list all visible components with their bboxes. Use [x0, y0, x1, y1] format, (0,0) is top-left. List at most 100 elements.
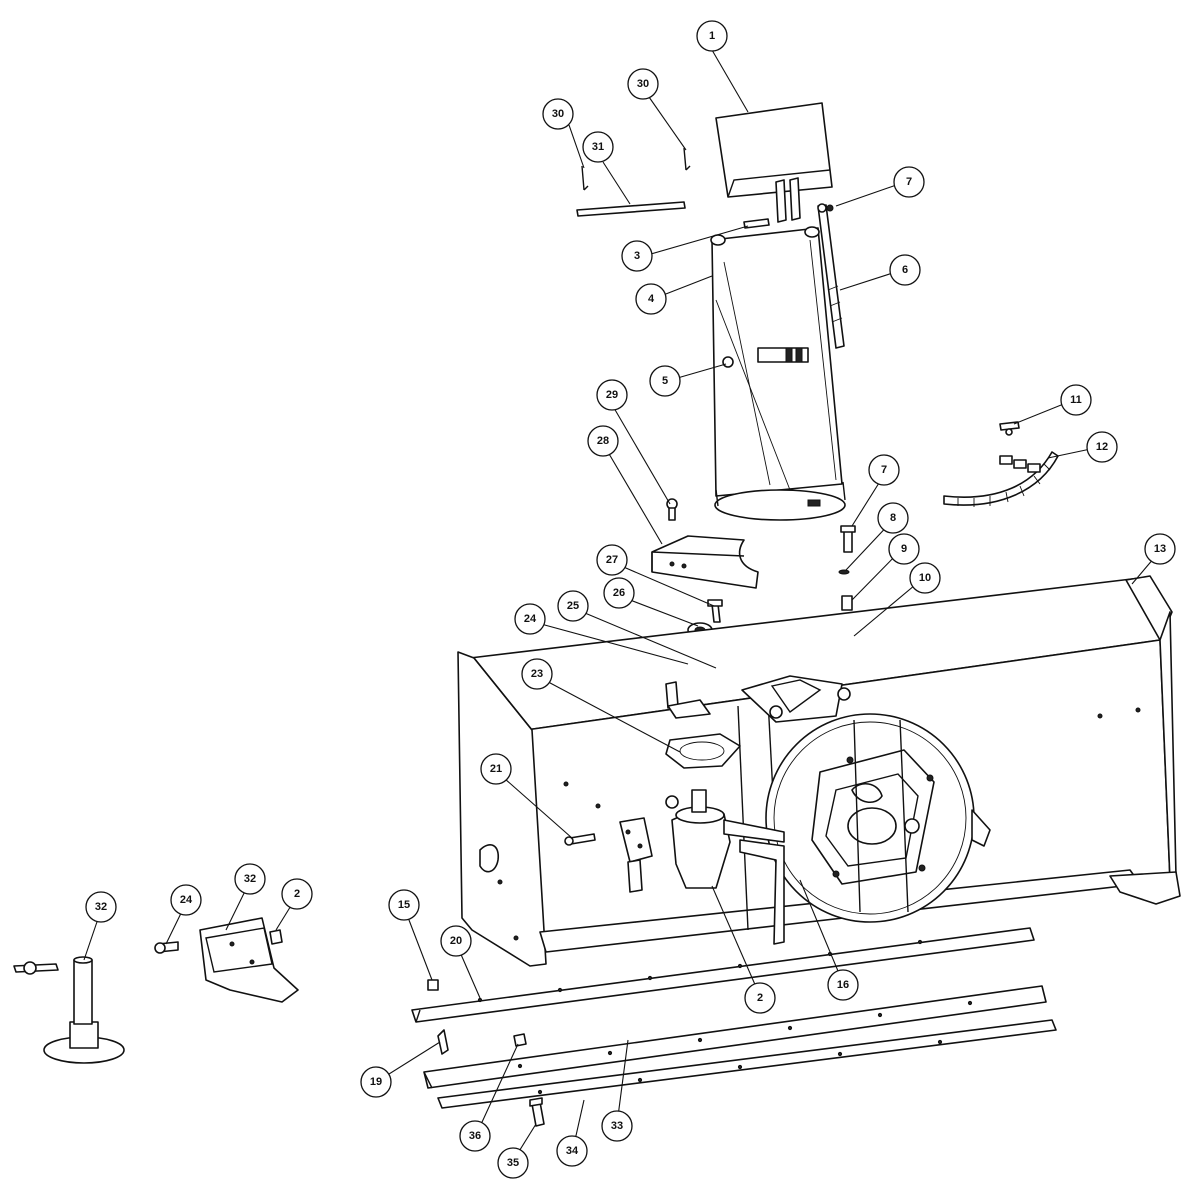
housing-bracket: [665, 681, 711, 719]
svg-text:13: 13: [1154, 543, 1166, 555]
callout-12: 12: [1086, 431, 1118, 463]
callout-3: 3: [621, 240, 653, 272]
spring-clip-30-right: [683, 147, 691, 171]
svg-text:30: 30: [637, 78, 649, 90]
callout-32b: 32: [234, 863, 266, 895]
svg-text:20: 20: [450, 935, 462, 947]
svg-text:26: 26: [613, 587, 625, 599]
bolt-24-skid: [154, 941, 179, 954]
chute-control-rod: [817, 203, 845, 349]
housing-outlet-collar: [741, 675, 851, 723]
callout-7: 7: [893, 166, 925, 198]
svg-text:12: 12: [1096, 441, 1108, 453]
rod-31: [576, 201, 686, 217]
spring-clip-30-left: [581, 165, 589, 191]
callout-4: 4: [635, 283, 667, 315]
svg-text:2: 2: [757, 992, 763, 1004]
nut-36: [513, 1033, 527, 1047]
callout-34: 34: [556, 1135, 588, 1167]
svg-text:21: 21: [490, 763, 502, 775]
svg-text:24: 24: [180, 894, 193, 906]
chute-body: [710, 226, 843, 497]
svg-text:30: 30: [552, 108, 564, 120]
callout-26: 26: [603, 577, 635, 609]
svg-text:27: 27: [606, 554, 618, 566]
bracket-block: [619, 817, 653, 893]
callout-36: 36: [459, 1120, 491, 1152]
callout-20: 20: [440, 925, 472, 957]
bolt-35: [529, 1097, 545, 1127]
skid-shoe-plate-32: [199, 917, 299, 1003]
bolt-29: [666, 498, 678, 521]
svg-text:4: 4: [648, 293, 655, 305]
svg-text:11: 11: [1070, 394, 1082, 406]
callout-1: 1: [696, 20, 728, 52]
svg-text:7: 7: [881, 464, 887, 476]
svg-text:32: 32: [95, 901, 107, 913]
callout-2: 2: [281, 878, 313, 910]
svg-text:34: 34: [566, 1145, 579, 1157]
svg-text:3: 3: [634, 250, 640, 262]
washer-8: [838, 569, 850, 575]
callout-30: 30: [542, 98, 574, 130]
chute-base-ring: [714, 481, 846, 521]
callout-30: 30: [627, 68, 659, 100]
svg-text:29: 29: [606, 389, 618, 401]
callout-7b: 7: [868, 454, 900, 486]
bolt-7: [840, 525, 856, 553]
callout-28: 28: [587, 425, 619, 457]
svg-text:8: 8: [890, 512, 896, 524]
svg-text:2: 2: [294, 888, 300, 900]
svg-text:1: 1: [709, 30, 715, 42]
pin-32-clip: [13, 961, 59, 975]
svg-text:31: 31: [592, 141, 604, 153]
callout-13: 13: [1144, 533, 1176, 565]
svg-text:5: 5: [662, 375, 668, 387]
callout-10: 10: [909, 562, 941, 594]
svg-text:7: 7: [906, 176, 912, 188]
svg-text:32: 32: [244, 873, 256, 885]
pin-7-top: [826, 204, 834, 212]
callout-29: 29: [596, 379, 628, 411]
wear-bar-34: [437, 1019, 1057, 1109]
callout-35: 35: [497, 1147, 529, 1179]
scraper-bar-33: [423, 985, 1047, 1089]
callout-8: 8: [877, 502, 909, 534]
svg-text:19: 19: [370, 1076, 382, 1088]
svg-text:25: 25: [567, 600, 579, 612]
callout-16: 16: [827, 969, 859, 1001]
callout-31: 31: [582, 131, 614, 163]
svg-text:35: 35: [507, 1157, 519, 1169]
bolt-21: [564, 833, 596, 846]
bolt-11: [999, 421, 1020, 436]
spacer-9: [841, 595, 853, 611]
bolt-19: [437, 1029, 449, 1055]
svg-text:6: 6: [902, 264, 908, 276]
chute-deflector: [715, 102, 833, 223]
wedge-plate-28: [651, 535, 759, 589]
chute-pin-3: [743, 218, 770, 229]
callout-9: 9: [888, 533, 920, 565]
callout-5: 5: [649, 365, 681, 397]
callout-32: 32: [85, 891, 117, 923]
gearbox: [665, 789, 785, 945]
callout-33: 33: [601, 1110, 633, 1142]
callout-21: 21: [480, 753, 512, 785]
callout-11: 11: [1060, 384, 1092, 416]
svg-text:15: 15: [398, 899, 410, 911]
svg-text:9: 9: [901, 543, 907, 555]
nut-2-skid: [269, 929, 283, 945]
callout-15: 15: [388, 889, 420, 921]
callout-23: 23: [521, 658, 553, 690]
nut-15: [427, 979, 439, 991]
callout-25: 25: [557, 590, 589, 622]
callout-24: 24: [514, 603, 546, 635]
callout-2b: 2: [744, 982, 776, 1014]
svg-text:24: 24: [524, 613, 537, 625]
svg-text:16: 16: [837, 979, 849, 991]
svg-text:33: 33: [611, 1120, 623, 1132]
callout-27: 27: [596, 544, 628, 576]
callout-24b: 24: [170, 884, 202, 916]
impeller-housing: [765, 713, 991, 923]
